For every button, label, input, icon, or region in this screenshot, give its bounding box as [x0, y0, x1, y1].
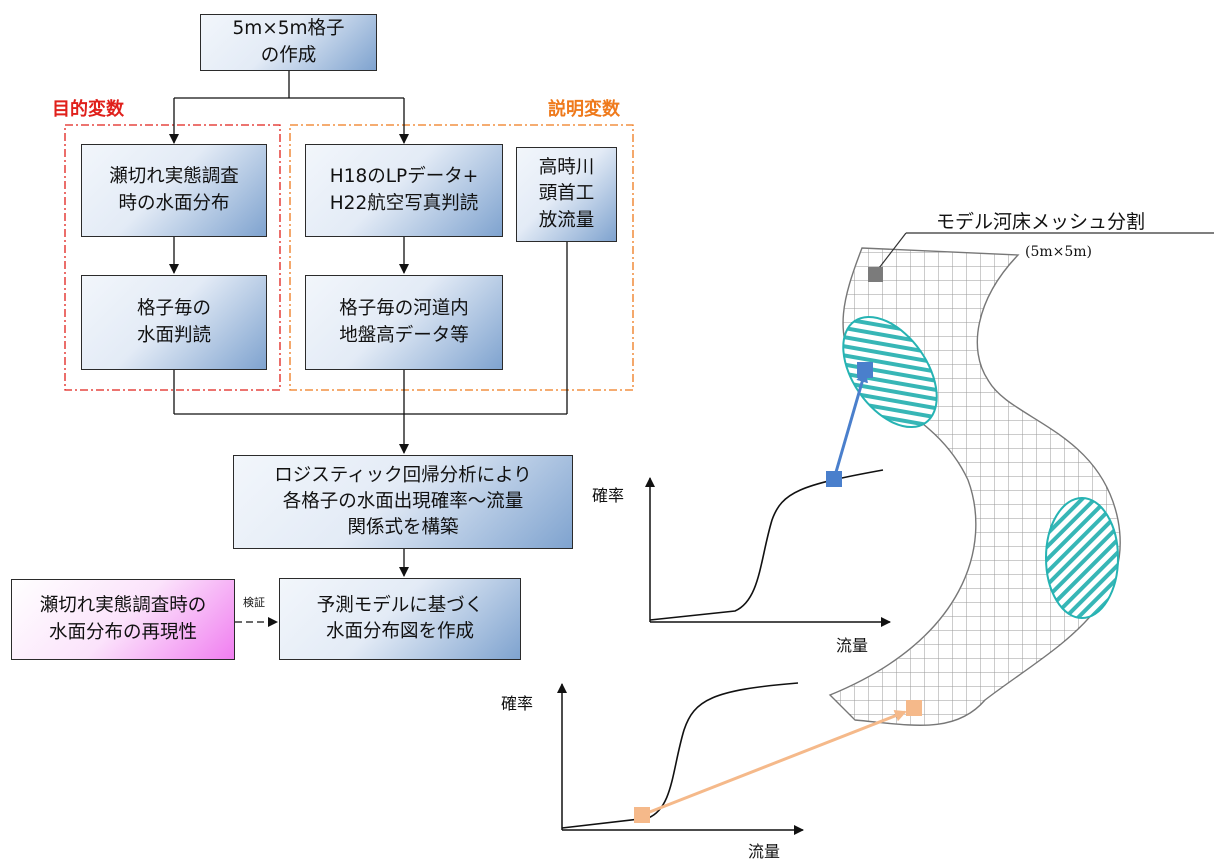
mesh-cell-marker: [868, 267, 883, 282]
water-zone-right: [1045, 497, 1119, 619]
graph-2-point-marker: [634, 807, 650, 823]
orange-link-arrow: [641, 710, 907, 817]
survey-water-distribution-box: 瀬切れ実態調査 時の水面分布: [81, 144, 267, 237]
mesh-size-label: (5m×5m): [1025, 244, 1093, 260]
reproducibility-box: 瀬切れ実態調査時の 水面分布の再現性: [11, 579, 235, 660]
graph-1-point-marker: [826, 471, 842, 487]
map-blue-cell-marker: [857, 362, 873, 378]
prediction-map-box: 予測モデルに基づく 水面分布図を作成: [279, 578, 521, 660]
grid-water-reading-box: 格子毎の 水面判読: [81, 275, 267, 370]
objective-variable-label: 目的変数: [52, 99, 124, 120]
grid-ground-height-box: 格子毎の河道内 地盤高データ等: [305, 275, 503, 370]
mesh-callout-line: [875, 232, 907, 273]
graph-1: [645, 469, 891, 627]
flow-connectors: [169, 70, 568, 627]
graph-2-y-label: 確率: [501, 694, 534, 713]
explanatory-variable-label: 説明変数: [548, 99, 620, 120]
graph-1-y-label: 確率: [592, 486, 625, 505]
graph-1-x-label: 流量: [836, 636, 869, 655]
graph-2-x-label: 流量: [748, 842, 781, 861]
graph-1-curve: [649, 469, 884, 621]
start-box: 5m×5m格子 の作成: [200, 14, 377, 71]
graph-2-curve: [561, 682, 799, 829]
explanatory-group-border: [289, 124, 634, 391]
lp-data-box: H18のLPデータ+ H22航空写真判読: [305, 144, 503, 237]
objective-group-border: [64, 124, 281, 391]
graph-2: [557, 682, 804, 835]
mesh-label: モデル河床メッシュ分割: [936, 211, 1146, 233]
map-orange-cell-marker: [906, 700, 922, 716]
discharge-box: 高時川 頭首工 放流量: [516, 147, 617, 242]
blue-link-arrow: [832, 370, 868, 480]
logistic-regression-box: ロジスティック回帰分析により 各格子の水面出現確率～流量 関係式を構築: [233, 455, 573, 549]
verify-label: 検証: [243, 596, 265, 609]
